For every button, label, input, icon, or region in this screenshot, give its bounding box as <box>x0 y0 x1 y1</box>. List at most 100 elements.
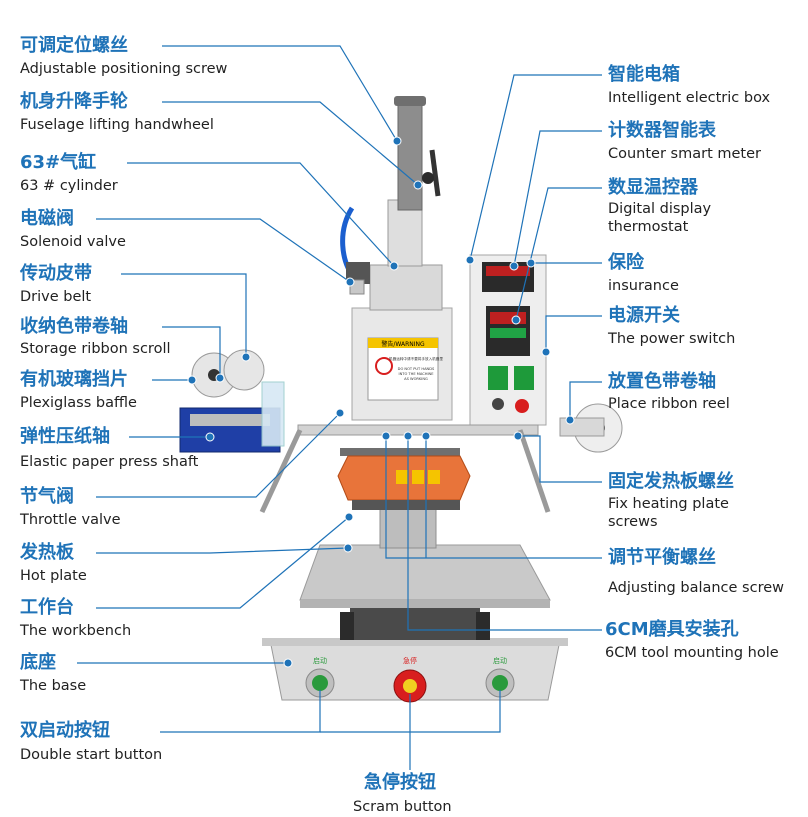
dot-r4 <box>526 258 536 268</box>
scram-text: 急停 <box>403 656 417 665</box>
power-switch-left <box>488 366 508 390</box>
line-l3 <box>127 162 395 267</box>
label-r4-en: insurance <box>608 278 679 294</box>
label-l1-en: Adjustable positioning screw <box>20 61 228 77</box>
warning-en-line3: AS WORKING <box>404 377 428 381</box>
label-l6-en: Storage ribbon scroll <box>20 341 171 357</box>
line-r5 <box>545 315 602 352</box>
line-l10 <box>96 547 349 554</box>
line-l1 <box>162 45 398 142</box>
label-r9-en: 6CM tool mounting hole <box>605 645 779 661</box>
label-l12-zh: 底座 <box>20 652 56 673</box>
start-left-text: 启动 <box>313 656 327 665</box>
label-l6-zh: 收纳色带卷轴 <box>20 316 128 337</box>
label-r7-zh: 固定发热板螺丝 <box>608 471 734 492</box>
dot-l5 <box>241 352 251 362</box>
label-l14-zh: 急停按钮 <box>364 772 436 793</box>
line-r8 <box>385 436 602 559</box>
label-r7-en2: screws <box>608 514 658 530</box>
label-l9-en: Throttle valve <box>20 512 121 528</box>
label-r5-en: The power switch <box>608 331 736 347</box>
screw-cap <box>394 96 426 106</box>
dot-r9 <box>403 431 413 441</box>
label-r3-en: Digital display <box>608 201 712 217</box>
start-button-right <box>492 675 508 691</box>
callout-lines <box>77 45 602 770</box>
warning-header-bar <box>368 338 438 348</box>
label-l9-zh: 节气阀 <box>20 486 74 507</box>
handwheel-lever <box>429 149 441 197</box>
workbench-slide <box>350 608 480 640</box>
line-r7 <box>518 435 602 483</box>
no-hands-icon <box>375 357 393 375</box>
cylinder-63 <box>387 199 423 267</box>
label-r6-zh: 放置色带卷轴 <box>608 371 716 392</box>
slide-left-rail <box>340 612 354 640</box>
callout-dots <box>187 136 575 668</box>
label-l11-zh: 工作台 <box>20 597 74 618</box>
cylinder-block <box>369 264 443 311</box>
mold-plate <box>352 500 460 510</box>
fuse-holder <box>492 398 504 410</box>
dot-r8 <box>381 431 391 441</box>
start-right-text: 启动 <box>493 656 507 665</box>
line-r9 <box>407 436 602 631</box>
label-l8-zh: 弹性压纸轴 <box>20 426 110 447</box>
label-r4-zh: 保险 <box>608 252 644 273</box>
label-r6-en: Place ribbon reel <box>608 396 730 412</box>
dot-r1 <box>465 255 475 265</box>
ribbon-bar <box>297 424 539 436</box>
label-r2-en: Counter smart meter <box>608 146 761 162</box>
line-r1 <box>469 74 602 261</box>
adjusting-screw-rod <box>397 99 423 211</box>
right-arm <box>517 429 551 513</box>
dot-l8 <box>205 432 215 442</box>
line-r6 <box>569 381 602 420</box>
label-l13-en: Double start button <box>20 747 163 763</box>
label-l1-zh: 可调定位螺丝 <box>20 35 128 56</box>
heat-warning-2 <box>412 470 424 484</box>
start-button-left <box>312 675 328 691</box>
handwheel-knob <box>422 172 434 184</box>
dot-l11 <box>344 512 354 522</box>
line-l11 <box>96 516 350 609</box>
dot-l3 <box>389 261 399 271</box>
line-r3 <box>515 187 602 321</box>
label-l3-zh: 63#气缸 <box>20 152 97 173</box>
dot-l6 <box>215 373 225 383</box>
warning-en-line2: INTO THE MACHINE <box>399 372 435 376</box>
dot-r7 <box>513 431 523 441</box>
press-roller <box>190 414 270 426</box>
dot-l4 <box>345 277 355 287</box>
label-l3-en: 63 # cylinder <box>20 178 118 194</box>
thermostat-display-top <box>490 312 526 324</box>
label-r5-zh: 电源开关 <box>608 305 680 326</box>
label-r3-zh: 数显温控器 <box>608 177 698 198</box>
slide-right-rail <box>476 612 490 640</box>
label-l5-en: Drive belt <box>20 289 92 305</box>
label-r2-zh: 计数器智能表 <box>608 120 716 141</box>
warning-zh-text: 机器运转中请不要将手放入机器里 <box>389 356 443 361</box>
line-r2 <box>513 130 602 267</box>
line-l4 <box>96 218 351 283</box>
label-l4-zh: 电磁阀 <box>20 208 74 229</box>
dot-r3 <box>511 315 521 325</box>
label-l2-zh: 机身升降手轮 <box>20 91 128 112</box>
label-r9-zh: 6CM磨具安装孔 <box>605 619 739 640</box>
warning-en-line1: DO NOT PUT HANDS <box>398 367 435 371</box>
heat-plate-mount <box>340 448 460 456</box>
dot-l12 <box>283 658 293 668</box>
scram-button-center <box>403 679 417 693</box>
label-r1-zh: 智能电箱 <box>608 64 680 85</box>
label-r8-en: Adjusting balance screw <box>608 580 785 596</box>
line-l2 <box>162 101 419 186</box>
plexiglass-baffle <box>261 381 285 447</box>
dot-r2 <box>509 261 519 271</box>
dot-r8b <box>421 431 431 441</box>
thermostat-display-bottom <box>490 328 526 338</box>
label-l8-en: Elastic paper press shaft <box>20 454 199 470</box>
counter-display <box>486 266 530 276</box>
label-l14-en: Scram button <box>353 799 452 815</box>
